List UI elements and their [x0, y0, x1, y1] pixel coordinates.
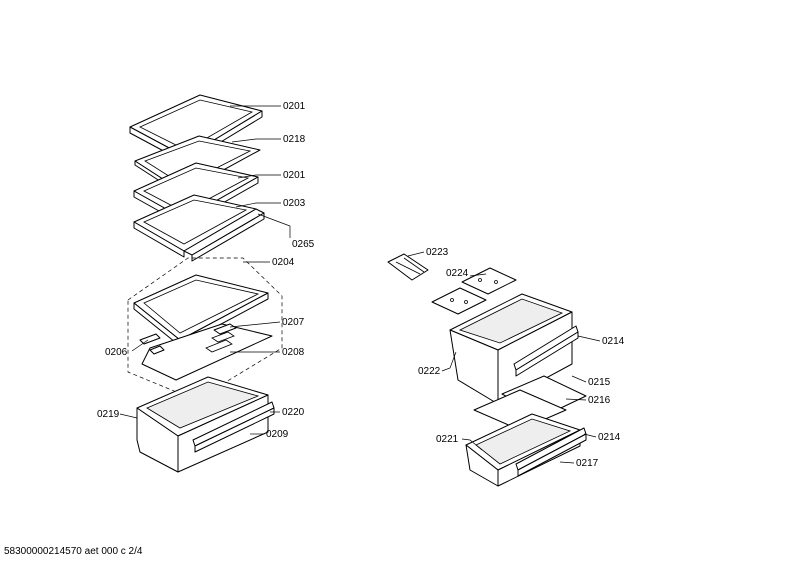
- drawer-front-0214-upper: [513, 325, 579, 377]
- callout-0214-upper: 0214: [602, 336, 625, 347]
- callout-0206: 0206: [105, 347, 128, 358]
- callout-0203: 0203: [283, 198, 306, 209]
- ice-tray-0223: [387, 253, 429, 281]
- callout-0217: 0217: [576, 458, 599, 469]
- callout-0265: 0265: [292, 239, 315, 250]
- callout-0218: 0218: [283, 134, 306, 145]
- clip-0206: [139, 333, 165, 355]
- cover-plate-0208: [141, 323, 273, 381]
- callout-0223: 0223: [426, 247, 449, 258]
- pad-0224-lower: [431, 287, 487, 315]
- callout-0224: 0224: [446, 268, 469, 279]
- drawer-front-0217: [515, 427, 587, 477]
- callout-0219: 0219: [97, 409, 120, 420]
- callout-0215: 0215: [588, 377, 611, 388]
- slide-0207: [213, 323, 237, 335]
- callout-0222: 0222: [418, 366, 441, 377]
- callout-labels: 0201 0218 0201 0203 0265 0204 0207 0206 …: [97, 101, 625, 469]
- callout-0201-top: 0201: [283, 101, 306, 112]
- drawer-front-0220: [192, 401, 275, 453]
- pad-0224-upper: [461, 267, 517, 295]
- callout-0209: 0209: [266, 429, 289, 440]
- callout-0220: 0220: [282, 407, 305, 418]
- leader-lines: [119, 105, 601, 464]
- document-reference: 58300000214570 aet 000 c 2/4: [4, 546, 143, 557]
- callout-0207: 0207: [282, 317, 305, 328]
- callout-0204: 0204: [272, 257, 295, 268]
- callout-0201-middle: 0201: [283, 170, 306, 181]
- callout-0216: 0216: [588, 395, 611, 406]
- callout-0221: 0221: [436, 434, 459, 445]
- shelf-trim-0265: [183, 208, 265, 262]
- glass-shelf-0204: [133, 274, 269, 347]
- callout-0214-lower: 0214: [598, 432, 621, 443]
- callout-0208: 0208: [282, 347, 305, 358]
